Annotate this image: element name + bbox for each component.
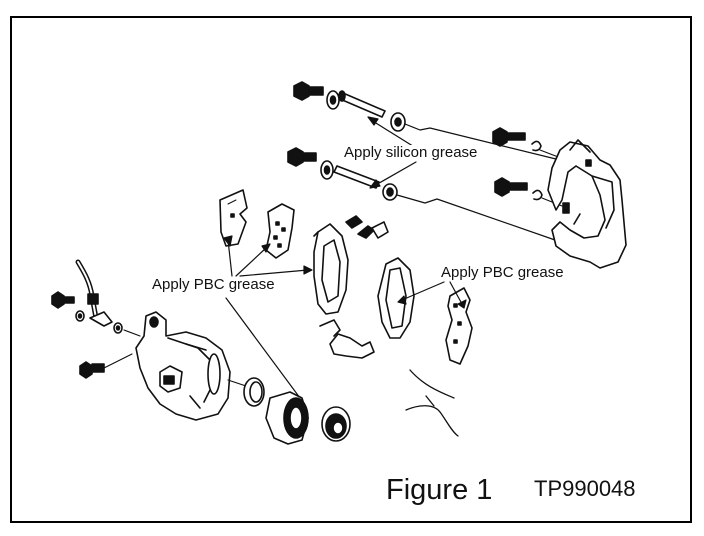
upper-mounting-bolt-icon [493,128,566,160]
brake-hose [78,262,98,318]
upper-bushing-icon [391,113,405,131]
inner-anti-squeal-shim [266,204,294,258]
pbc-grease-leaders-left [224,236,312,398]
inner-brake-pad [314,224,348,314]
bleeder-plug [80,354,132,378]
silicon-grease-label: Apply silicon grease [343,144,479,161]
lower-bushing-icon [383,184,397,200]
outer-anti-squeal-shim [220,190,247,246]
upper-bolt-head-icon [294,82,323,100]
silicon-grease-leaders [368,117,416,188]
piston-boot [322,407,350,441]
union-bolt-assembly [52,292,140,336]
lower-guide-pin-assembly [288,148,555,240]
upper-guide-pin-assembly [294,82,560,160]
pad-support-plate-upper [320,320,340,336]
upper-guide-pin-icon [339,91,385,117]
pbc-grease-leaders-right [398,282,466,308]
piston-seal-ring [244,378,264,406]
pad-support-plate-lower [330,334,374,358]
lower-bolt-head-icon [288,148,316,166]
torque-member-bracket [548,140,626,268]
caliper-piston [266,392,308,444]
figure-code: TP990048 [534,476,636,501]
pad-wear-indicator-clips [346,216,388,238]
outer-brake-pad [378,258,414,338]
lower-boot-icon [321,161,333,179]
figure-title: Figure 1 [386,474,493,506]
lower-guide-pin-icon [334,166,379,188]
upper-boot-icon [327,91,339,109]
caliper-cylinder [136,312,246,420]
retaining-wire [406,370,458,436]
pbc-grease-label-left: Apply PBC grease [151,276,276,293]
pbc-grease-label-right: Apply PBC grease [440,264,565,281]
mounting-bolts [493,128,566,206]
lower-pin-axis-line [397,195,555,240]
outer-pad-shim-right [446,288,472,364]
